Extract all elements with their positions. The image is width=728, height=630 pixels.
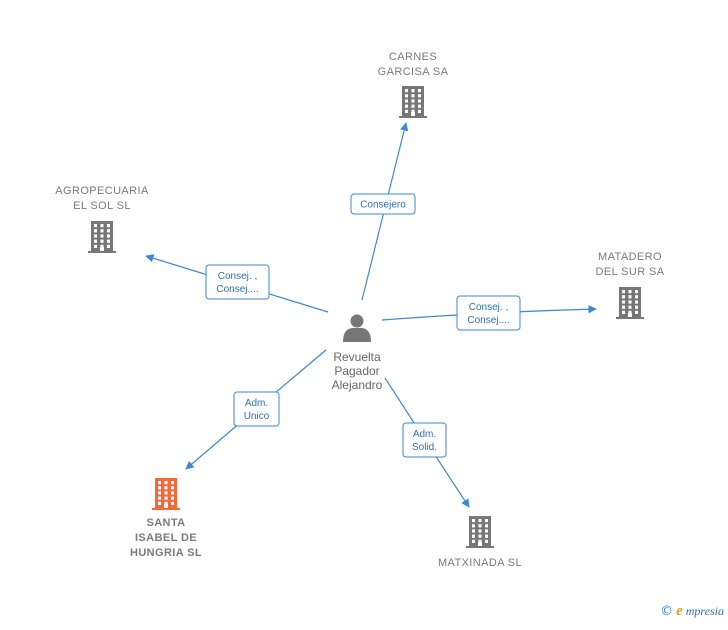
edge-agropecuaria: Consej. , Consej.... [145, 254, 329, 313]
company-name[interactable]: AGROPECUARIA [55, 185, 149, 197]
building-icon[interactable] [616, 287, 644, 319]
edge-matadero: Consej. , Consej.... [381, 295, 597, 331]
role-label-text: Consej.... [216, 284, 258, 295]
company-name[interactable]: MATXINADA SL [438, 557, 522, 569]
company-node-matxinada[interactable]: MATXINADA SL [438, 516, 522, 569]
company-node-santa[interactable]: SANTA ISABEL DE HUNGRIA SL [130, 478, 202, 559]
role-label-text: Consej. , [469, 302, 508, 313]
brand-logo-initial: e [676, 603, 683, 619]
edge-carnes: Consejero [350, 122, 416, 301]
company-name[interactable]: MATADERO [598, 251, 662, 263]
role-label-box[interactable]: Adm. Unico [233, 391, 280, 427]
company-name[interactable]: SANTA [146, 517, 185, 529]
role-label-text: Consej.... [467, 315, 509, 326]
building-icon[interactable] [88, 221, 116, 253]
person-name[interactable]: Revuelta [333, 350, 381, 364]
role-label-box[interactable]: Consej. , Consej.... [456, 295, 521, 331]
nodes-layer: CARNES GARCISA SA AGROPECUARIA EL SOL SL MAT… [55, 51, 664, 569]
company-node-matadero[interactable]: MATADERO DEL SUR SA [595, 251, 664, 319]
role-label-text: Unico [244, 411, 270, 422]
role-label-text: Solid. [412, 442, 437, 453]
building-icon[interactable] [399, 86, 427, 118]
company-name[interactable]: DEL SUR SA [595, 266, 664, 278]
company-node-carnes[interactable]: CARNES GARCISA SA [378, 51, 449, 118]
company-name[interactable]: GARCISA SA [378, 66, 449, 78]
role-label-text: Adm. [413, 429, 436, 440]
copyright-icon: © [660, 604, 674, 619]
edge-santa: Adm. Unico [185, 349, 327, 470]
person-icon[interactable] [343, 314, 371, 343]
role-label-text: Consejero [360, 200, 406, 211]
building-icon[interactable] [466, 516, 494, 548]
person-name[interactable]: Alejandro [332, 378, 383, 392]
company-name[interactable]: CARNES [389, 51, 437, 63]
company-node-agropecuaria[interactable]: AGROPECUARIA EL SOL SL [55, 185, 149, 253]
edge-matxinada: Adm. Solid. [384, 377, 470, 508]
role-label-text: Adm. [245, 398, 268, 409]
company-name[interactable]: ISABEL DE [135, 532, 197, 544]
person-name[interactable]: Pagador [334, 364, 379, 378]
role-label-box[interactable]: Consej. , Consej.... [205, 264, 270, 300]
company-name[interactable]: EL SOL SL [73, 200, 131, 212]
role-label-text: Consej. , [218, 271, 257, 282]
building-icon[interactable] [152, 478, 180, 510]
role-label-box[interactable]: Adm. Solid. [402, 422, 447, 458]
role-label-box[interactable]: Consejero [350, 193, 416, 215]
company-name[interactable]: HUNGRIA SL [130, 547, 202, 559]
brand-logo-name: mpresia [685, 604, 724, 618]
